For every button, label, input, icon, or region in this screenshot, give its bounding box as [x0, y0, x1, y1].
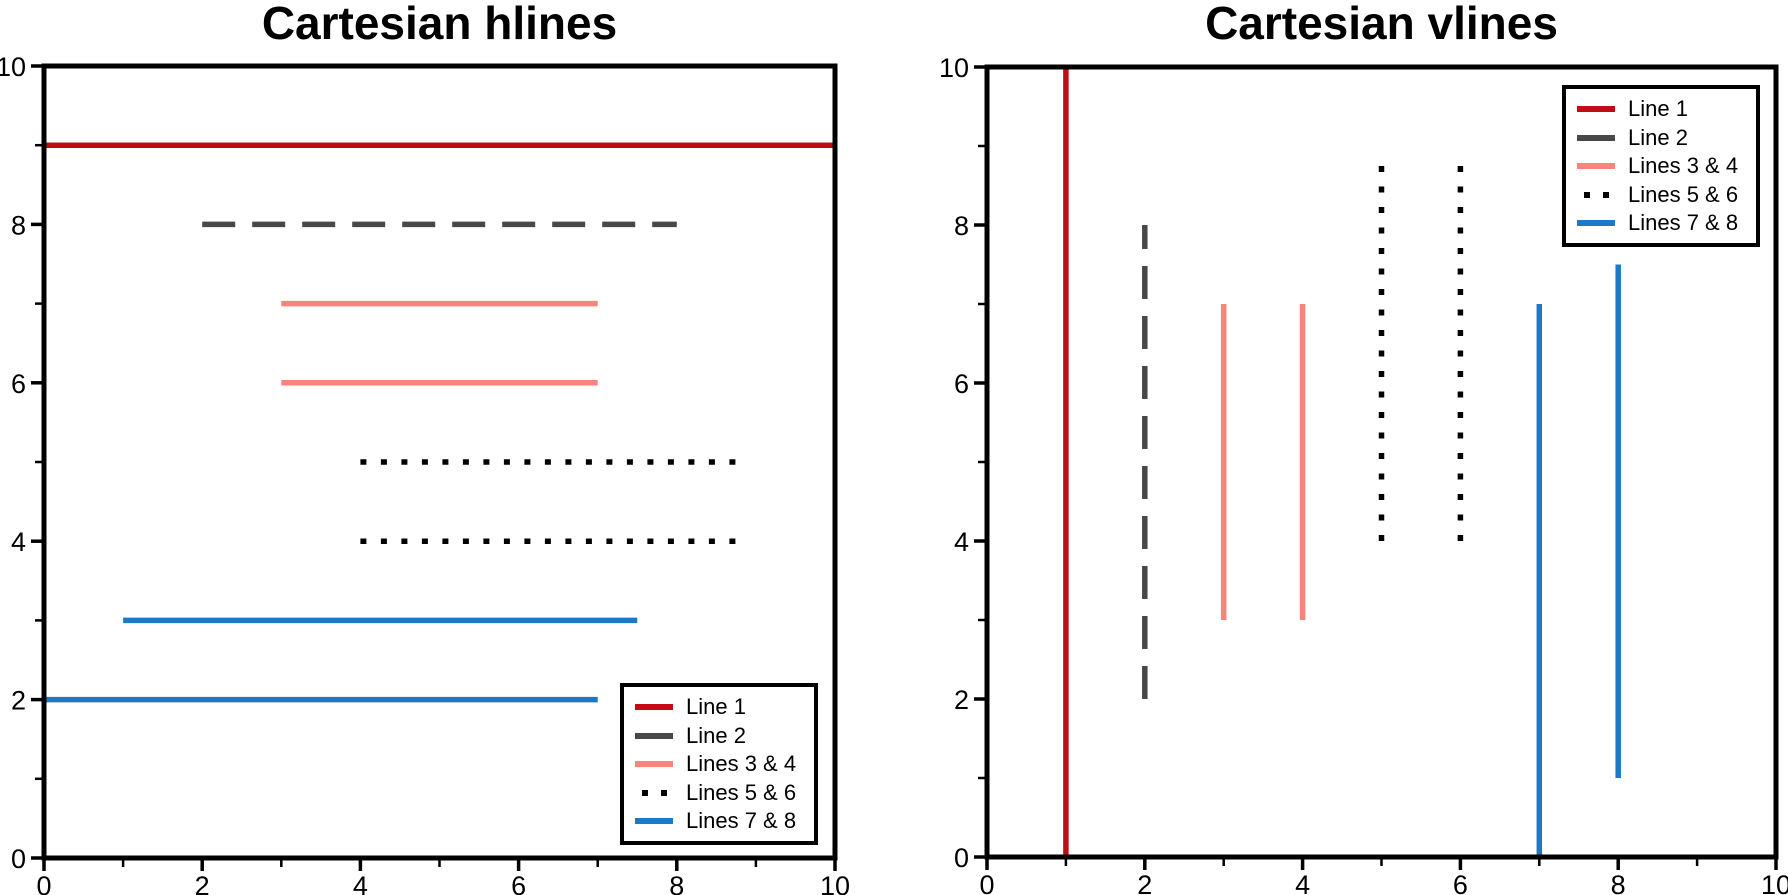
x-tick-label: 10: [820, 871, 850, 895]
legend-label: Lines 5 & 6: [686, 779, 797, 805]
plot-title-vlines: Cartesian vlines: [1205, 0, 1558, 49]
x-tick-label: 8: [1611, 870, 1626, 895]
y-tick-label: 10: [939, 53, 969, 83]
legend-line-sample: [641, 789, 667, 796]
x-tick-label: 6: [511, 871, 526, 895]
legend-entry: Line 2: [635, 722, 802, 750]
legend-label: Lines 5 & 6: [1628, 181, 1739, 207]
legend-line-sample: [1583, 191, 1609, 198]
legend-line-sample: [635, 818, 673, 824]
y-tick-label: 2: [954, 685, 969, 715]
legend-label: Line 2: [686, 722, 746, 748]
y-tick-label: 2: [11, 686, 26, 716]
legend-line-sample: [1577, 163, 1615, 169]
legend-entry: Lines 5 & 6: [1577, 181, 1744, 209]
legend-solid-line-icon: [635, 761, 673, 767]
legend-line-sample: [1577, 220, 1615, 226]
legend-label: Lines 3 & 4: [686, 751, 797, 776]
y-tick-label: 4: [11, 527, 26, 557]
legend-entry: Lines 3 & 4: [1577, 152, 1744, 180]
x-tick-label: 8: [669, 871, 684, 895]
legend-label: Line 1: [1628, 96, 1688, 121]
legend-entry: Lines 7 & 8: [635, 807, 802, 835]
legend-dotted-line-icon: [1577, 191, 1615, 198]
legend-entry: Lines 5 & 6: [635, 779, 802, 807]
legend-solid-line-icon: [635, 818, 673, 824]
legend-entry: Lines 7 & 8: [1577, 209, 1744, 237]
legend-label: Lines 7 & 8: [1628, 210, 1739, 235]
legend-line-sample: [1577, 134, 1615, 141]
legend-label: Line 2: [1628, 124, 1688, 150]
legend-solid-line-icon: [1577, 106, 1615, 112]
x-tick-label: 4: [1295, 870, 1310, 895]
y-tick-label: 0: [11, 844, 26, 874]
x-tick-label: 10: [1761, 870, 1788, 895]
y-tick-label: 6: [11, 369, 26, 399]
x-tick-label: 4: [353, 871, 368, 895]
y-tick-label: 4: [954, 527, 969, 557]
y-tick-label: 8: [11, 210, 26, 240]
legend-line-sample: [1577, 106, 1615, 112]
x-tick-label: 2: [195, 871, 210, 895]
y-tick-label: 8: [954, 211, 969, 241]
legend-label: Lines 3 & 4: [1628, 153, 1739, 178]
legend-dashed-line-icon: [635, 732, 673, 739]
legend-solid-line-icon: [635, 704, 673, 710]
legend-label: Lines 7 & 8: [686, 808, 797, 833]
legend-entry: Line 1: [635, 693, 802, 721]
vlines-axes-area: 0 2 4 6 8 10 0 2 4 6 8 10: [939, 53, 1788, 895]
legend-dotted-line-icon: [635, 789, 673, 796]
legend-solid-line-icon: [1577, 220, 1615, 226]
legend-box-hlines: Line 1 Line 2 Lines 3 & 4 Lines 5 & 6 Lines …: [620, 683, 818, 845]
legend-label: Line 1: [686, 694, 746, 719]
legend-dashed-line-icon: [1577, 134, 1615, 141]
legend-solid-line-icon: [1577, 163, 1615, 169]
legend-line-sample: [635, 704, 673, 710]
y-tick-label: 6: [954, 369, 969, 399]
x-tick-label: 0: [36, 871, 51, 895]
x-tick-label: 0: [979, 870, 994, 895]
legend-box-vlines: Line 1 Line 2 Lines 3 & 4 Lines 5 & 6 Lines …: [1562, 85, 1760, 247]
legend-line-sample: [635, 761, 673, 767]
x-tick-label: 6: [1453, 870, 1468, 895]
legend-line-sample: [635, 732, 673, 739]
plot-title-hlines: Cartesian hlines: [261, 0, 618, 49]
legend-entry: Line 1: [1577, 95, 1744, 123]
hlines-axes-area: 0 2 4 6 8 10 0 2 4 6 8 10: [0, 52, 850, 895]
legend-entry: Lines 3 & 4: [635, 750, 802, 778]
y-tick-label: 10: [0, 52, 26, 82]
x-tick-label: 2: [1137, 870, 1152, 895]
legend-entry: Line 2: [1577, 124, 1744, 152]
y-tick-label: 0: [954, 843, 969, 873]
